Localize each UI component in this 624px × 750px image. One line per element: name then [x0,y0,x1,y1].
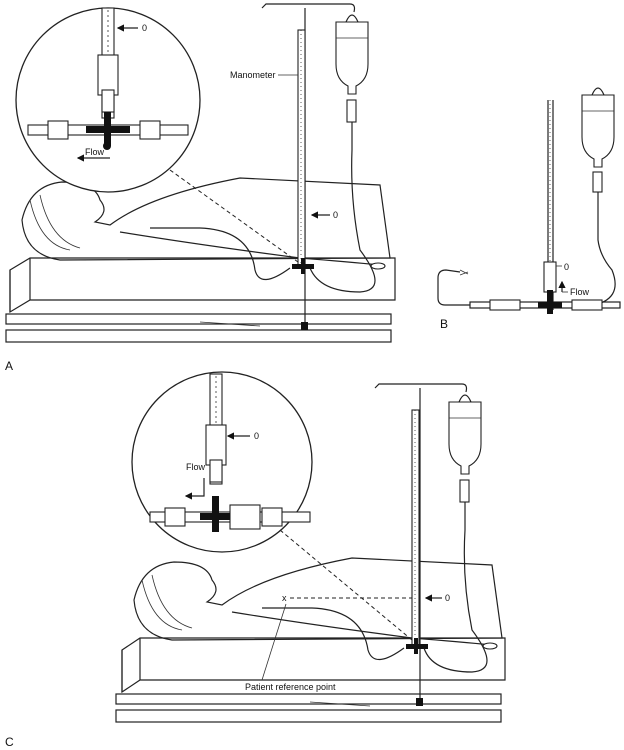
inset-c-flow-label: Flow [186,462,206,472]
inset-c-leader [279,529,413,641]
inset-a-flow-label: Flow [85,147,105,157]
panel-b-letter: B [440,317,448,331]
panel-a: 0 Flow Manometer 0 A [5,3,396,373]
reference-leader [261,603,287,681]
iv-pole-a [150,3,376,330]
reference-label: Patient reference point [245,682,336,692]
reference-x: x [282,593,287,603]
inset-a-zero-label: 0 [142,23,147,33]
iv-pole-c [262,383,488,706]
patient-c [133,557,503,650]
zero-mark-a: 0 [333,210,338,220]
panel-a-letter: A [5,359,13,373]
inset-a-leader [169,169,299,263]
zero-mark-b: 0 [564,262,569,272]
inset-a: 0 Flow [15,7,201,193]
bed-c [115,637,506,723]
panel-b: 0 Flow B [437,87,621,331]
manometer-label: Manometer [230,70,276,80]
panel-c-letter: C [5,735,14,749]
bed-a [5,257,396,343]
inset-c: 0 Flow [131,371,313,553]
flow-label-b: Flow [570,287,590,297]
panel-c: 0 Flow x Patient reference point 0 C [5,371,506,749]
inset-c-zero-label: 0 [254,431,259,441]
patient-a [21,177,391,270]
zero-mark-c: 0 [445,593,450,603]
